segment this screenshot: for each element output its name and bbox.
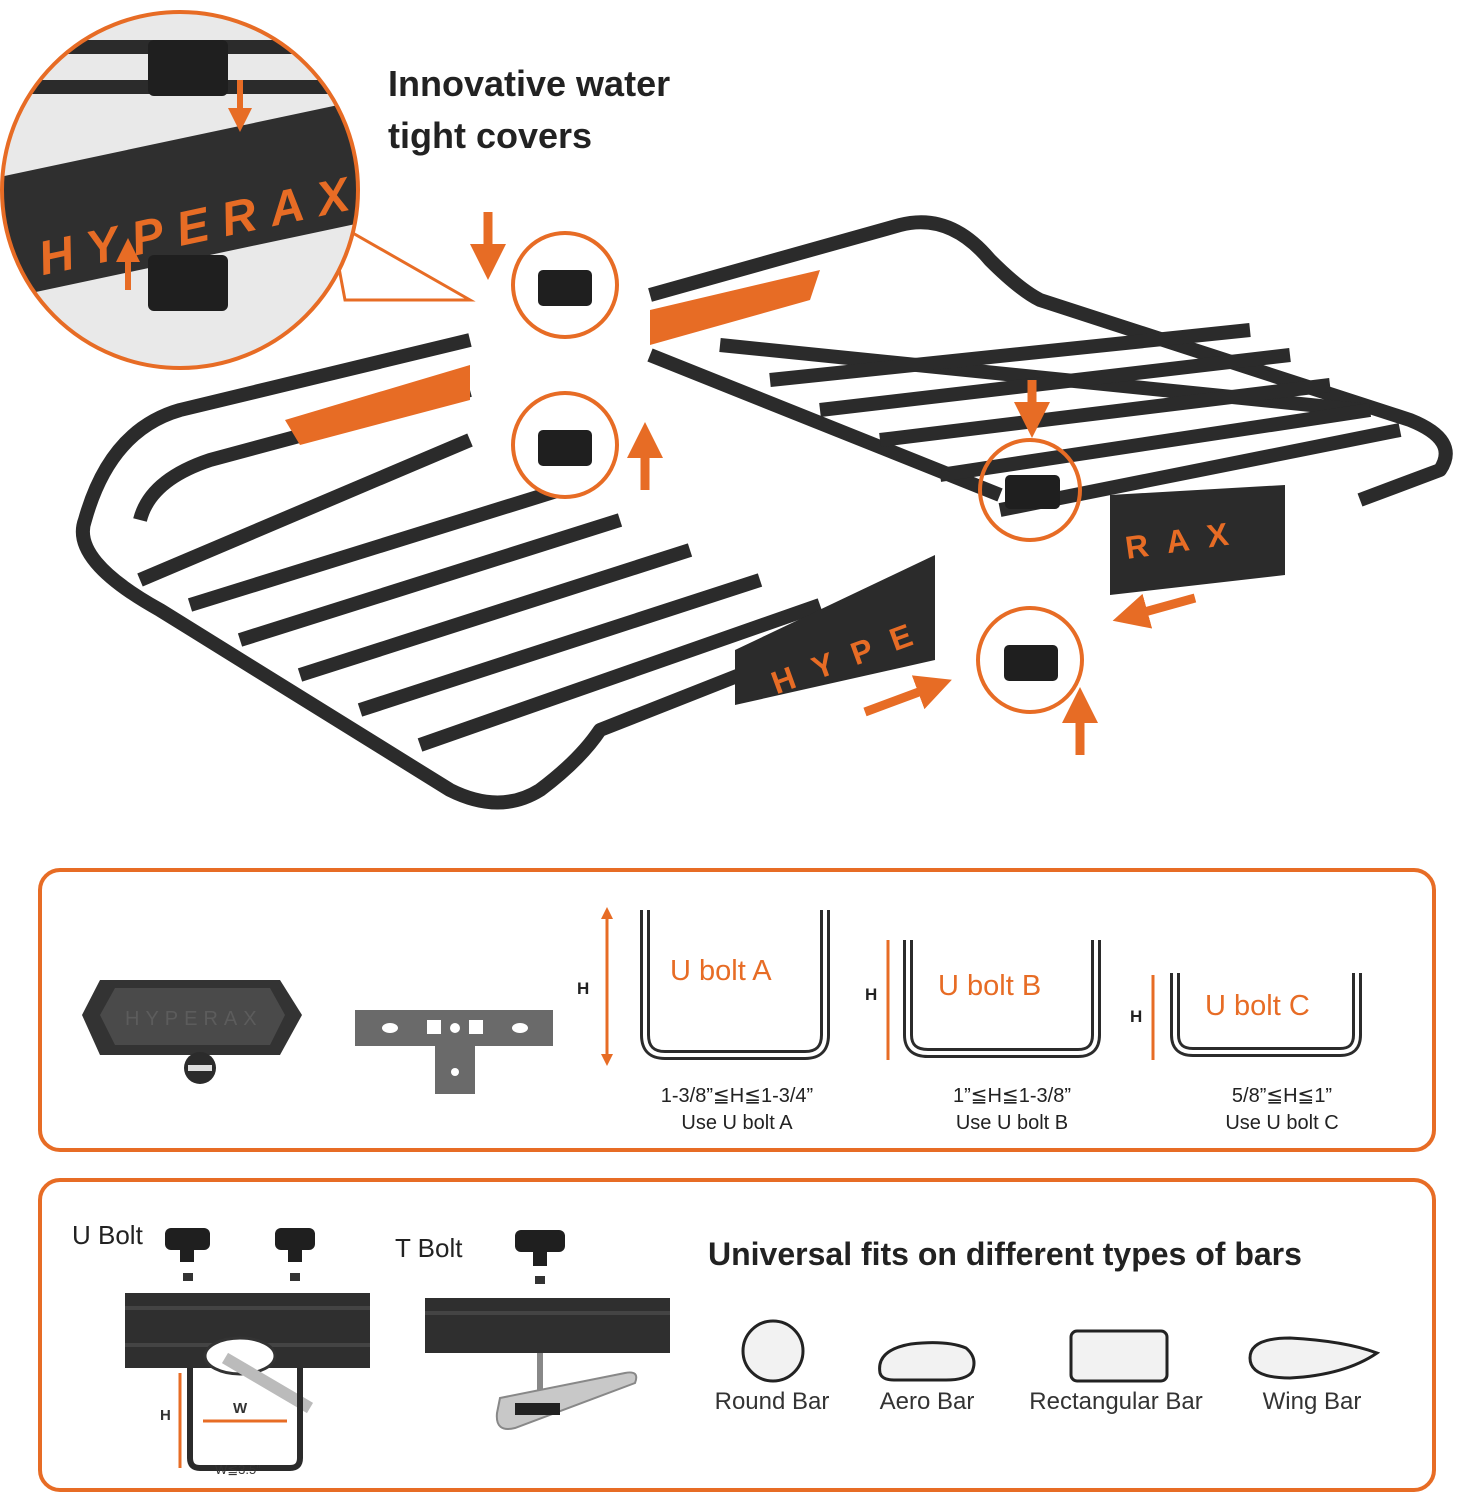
ubolt-a-use-text: Use U bolt A [681, 1112, 793, 1134]
ubolt-c-h-marker: H [1130, 1007, 1143, 1026]
wing-bar-icon [1248, 1336, 1380, 1380]
ubolt-b-range-text: 1”≦H≦1-3/8” [953, 1085, 1071, 1107]
t-bolt-title: T Bolt [395, 1233, 463, 1263]
ubolt-b-image [886, 940, 1101, 1060]
cover-detail-3 [978, 438, 1082, 542]
ubolt-a-range-text: 1-3/8”≦H≦1-3/4” [660, 1085, 814, 1107]
assembly-arrows [470, 212, 1197, 755]
cover-detail-2 [511, 391, 619, 499]
product-illustration: HYPERAX HYPE RAX [0, 10, 1453, 810]
ubolt-c-use-text: Use U bolt C [1225, 1112, 1339, 1134]
round-bar-icon [741, 1319, 805, 1383]
right-rack-orange-plate [650, 270, 820, 345]
rectangular-bar-icon [1069, 1329, 1169, 1383]
ubolt-b-h-marker: H [865, 985, 878, 1004]
headline-line-2: tight covers [388, 115, 593, 156]
ubolt-a-label: U bolt A [670, 955, 772, 987]
left-rack-orange-plate [285, 365, 470, 445]
u-bolt-mount-diagram [125, 1228, 370, 1471]
headline: Innovative water tight covers [388, 58, 670, 162]
left-rack-half [75, 333, 933, 810]
cover-part-image: HYPERAX [82, 980, 302, 1084]
ubolt-a-range: 1-3/8”≦H≦1-3/4” Use U bolt A [607, 1083, 867, 1137]
left-rack-side-plate [735, 555, 935, 705]
ubolt-c-range-text: 5/8”≦H≦1” [1231, 1085, 1333, 1107]
round-bar-label: Round Bar [714, 1388, 830, 1415]
ubolt-b-use-text: Use U bolt B [955, 1112, 1069, 1134]
mounting-plate-image [355, 1010, 553, 1094]
callout-magnifier: HYPERAX [0, 10, 476, 370]
t-bolt-mount-diagram [425, 1230, 670, 1430]
ubolt-c-range: 5/8”≦H≦1” Use U bolt C [1152, 1083, 1412, 1137]
right-rack-half [647, 215, 1453, 517]
u-bolt-title: U Bolt [72, 1220, 143, 1250]
rectangular-bar-label: Rectangular Bar [1029, 1388, 1203, 1415]
w-marker: W [233, 1400, 248, 1417]
cover-detail-4 [976, 606, 1084, 714]
ubolt-b-label: U bolt B [938, 970, 1042, 1002]
aero-bar-label: Aero Bar [879, 1388, 975, 1415]
aero-bar-icon [878, 1341, 976, 1382]
svg-text:HYPERAX: HYPERAX [125, 1008, 263, 1030]
w-limit: W≦3.5” [215, 1462, 261, 1477]
h-marker: H [160, 1407, 171, 1424]
ubolt-a-h-marker: H [577, 979, 590, 998]
cover-detail-1 [511, 231, 619, 339]
ubolt-c-label: U bolt C [1205, 990, 1310, 1022]
right-rack-side-plate [1110, 485, 1285, 595]
ubolt-c-image [1151, 973, 1362, 1060]
fits-title: Universal fits on different types of bar… [708, 1236, 1302, 1272]
wing-bar-label: Wing Bar [1262, 1388, 1362, 1415]
ubolt-a-image [601, 907, 830, 1066]
ubolt-b-range: 1”≦H≦1-3/8” Use U bolt B [882, 1083, 1142, 1137]
headline-line-1: Innovative water [388, 63, 671, 104]
